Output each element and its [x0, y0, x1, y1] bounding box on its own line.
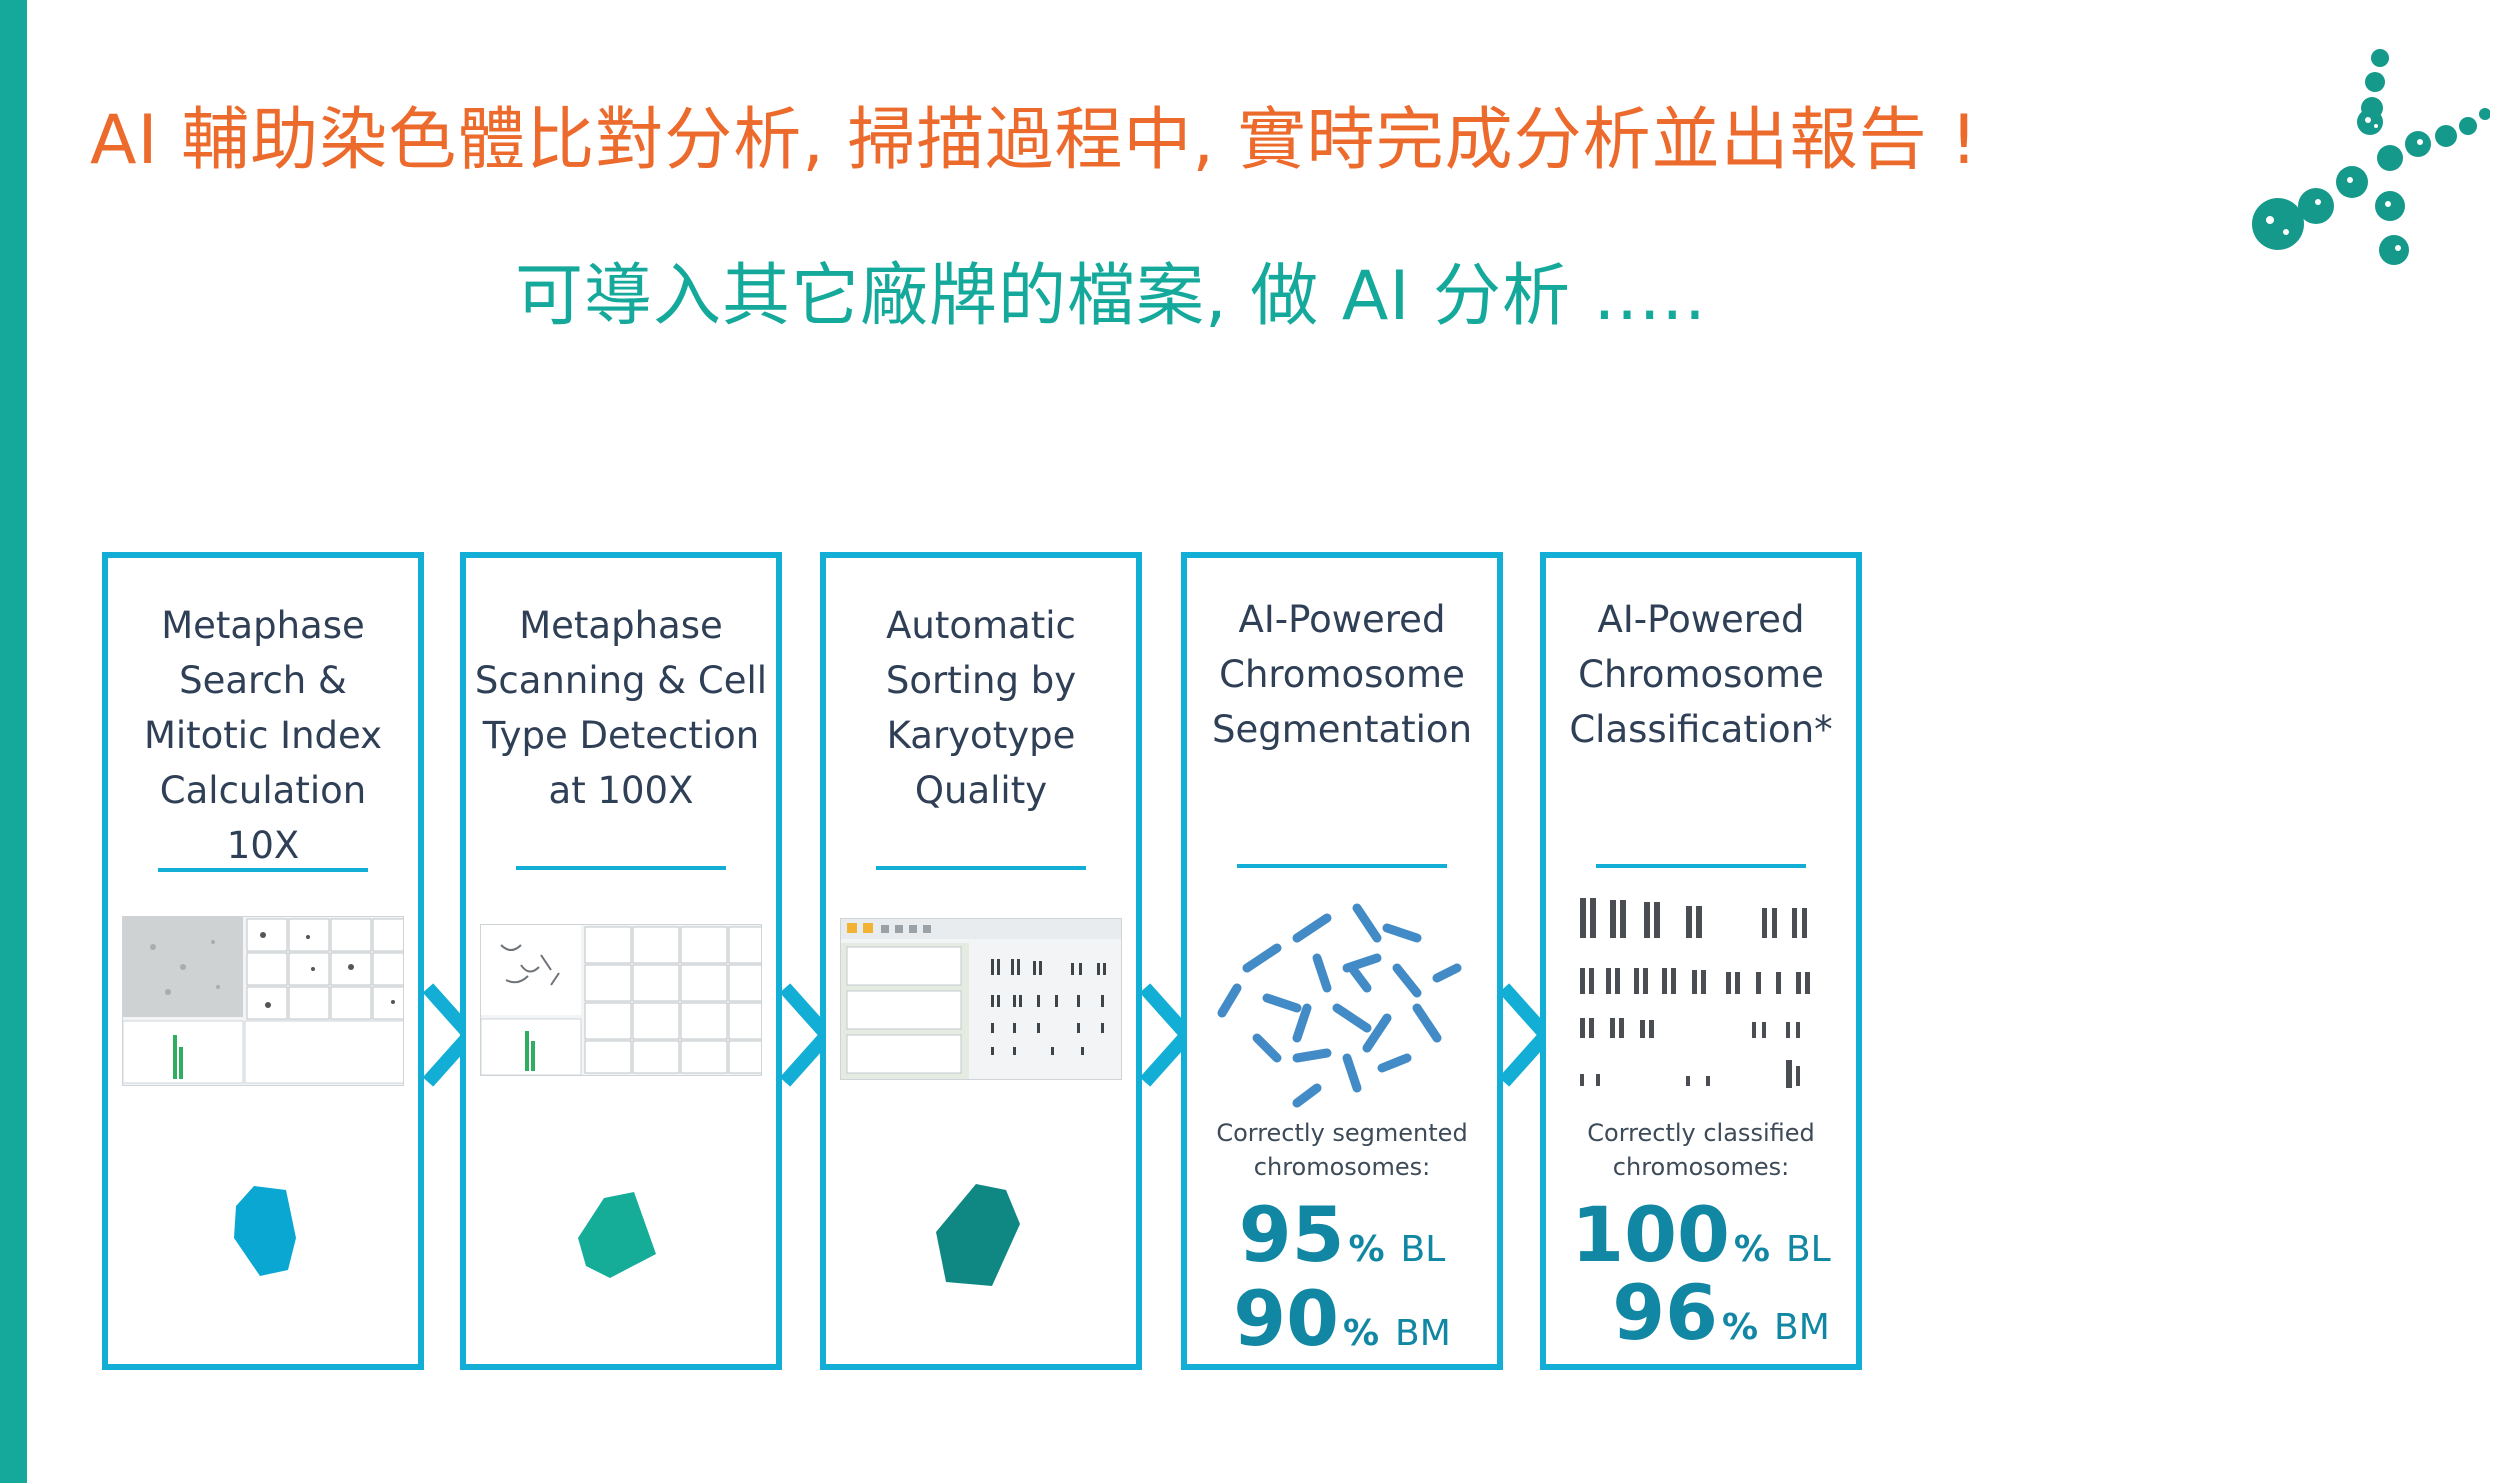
step-card-metaphase-search: Metaphase Search & Mitotic Index Calcula…	[102, 552, 424, 1370]
hexagon-teal-icon	[578, 1192, 656, 1278]
stat-bm: 96%BM	[1612, 1268, 1830, 1357]
step-title: Automatic Sorting by Karyotype Quality	[885, 604, 1077, 812]
step-caption: Correctly classified chromosomes:	[1587, 1119, 1815, 1181]
step-card-ai-segmentation: AI-Powered Chromosome Segmentation Corre…	[1181, 552, 1503, 1370]
step-title: Metaphase Scanning & Cell Type Detection…	[474, 604, 768, 812]
page-title: AI 輔助染色體比對分析, 掃描過程中, 實時完成分析並出報告 !	[90, 101, 1979, 180]
divider	[516, 866, 726, 870]
divider	[1596, 864, 1806, 868]
hexagon-darkteal-icon	[936, 1184, 1020, 1286]
company-logo-icon	[2252, 49, 2490, 265]
software-screenshot	[122, 916, 404, 1086]
stat-bl: 100%BL	[1571, 1190, 1831, 1279]
step-card-automatic-sorting: Automatic Sorting by Karyotype Quality	[820, 552, 1142, 1370]
divider	[1237, 864, 1447, 868]
chromosome-spread-image	[1217, 903, 1462, 1108]
page-subtitle: 可導入其它廠牌的檔案, 做 AI 分析 .....	[515, 257, 1707, 336]
divider	[876, 866, 1086, 870]
step-title: AI-Powered Chromosome Classification*	[1569, 598, 1833, 751]
divider	[158, 868, 368, 872]
step-caption: Correctly segmented chromosomes:	[1216, 1119, 1468, 1181]
accent-bar	[0, 0, 27, 1483]
software-screenshot	[840, 918, 1122, 1080]
karyogram-image	[1580, 898, 1810, 1088]
hexagon-blue-icon	[234, 1186, 296, 1276]
step-title: Metaphase Search & Mitotic Index Calcula…	[143, 604, 383, 867]
step-card-ai-classification: AI-Powered Chromosome Classification* Co…	[1540, 552, 1862, 1370]
stat-bl: 95%BL	[1238, 1190, 1446, 1279]
step-card-metaphase-scanning: Metaphase Scanning & Cell Type Detection…	[460, 552, 782, 1370]
software-screenshot	[480, 924, 762, 1076]
step-title: AI-Powered Chromosome Segmentation	[1211, 598, 1473, 751]
stat-bm: 90%BM	[1233, 1274, 1451, 1363]
